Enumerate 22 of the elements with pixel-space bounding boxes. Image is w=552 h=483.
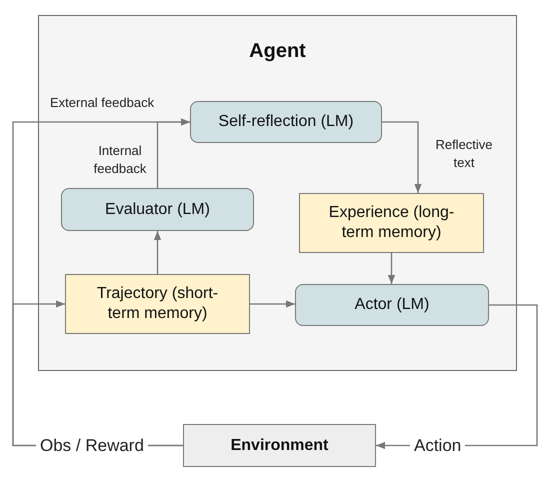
arrow [382,121,422,193]
edge-label: Reflective text [434,136,494,172]
container-title: Agent [249,40,306,63]
arrow [388,253,396,284]
process-box [190,101,382,143]
agent-container [38,15,517,371]
memory-box [65,274,250,334]
box-label: Self-reflection (LM) [217,112,355,132]
box-label: Environment [230,436,330,456]
box-label: Experience (long-term memory) [328,203,456,243]
arrow [156,118,190,188]
memory-box [299,193,484,253]
arrow [250,300,295,308]
box-label: Trajectory (short-term memory) [96,284,220,324]
process-box [295,284,489,326]
process-box [61,188,254,231]
box-label: Evaluator (LM) [104,200,211,220]
environment-box [183,424,376,467]
edge-label: External feedback [50,94,154,112]
edge-label: Internal feedback [92,142,148,178]
box-label: Actor (LM) [354,295,430,315]
arrow [154,231,162,274]
